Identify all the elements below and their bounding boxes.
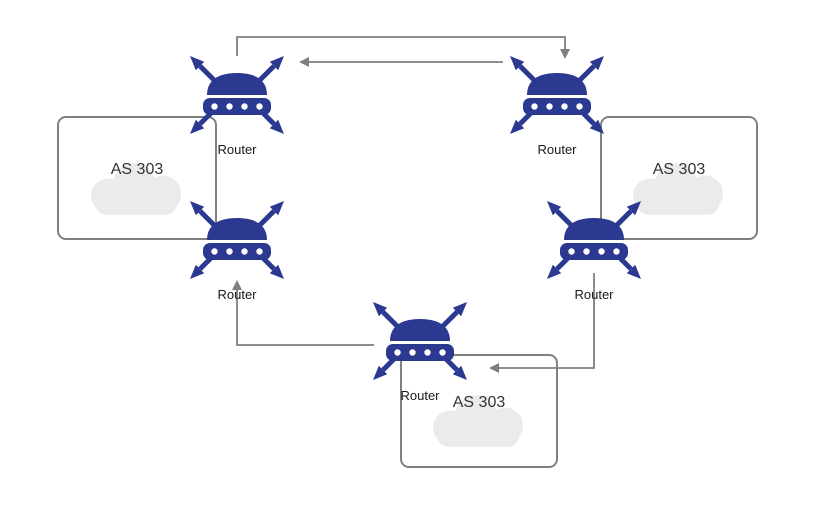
link-midright-to-bottom xyxy=(489,273,595,373)
router-icon xyxy=(499,49,615,141)
router-node-mid-left: Router xyxy=(179,194,295,302)
router-node-mid-right: Router xyxy=(536,194,652,302)
router-label: Router xyxy=(217,287,257,302)
router-node-top-right: Router xyxy=(499,49,615,157)
router-icon xyxy=(536,194,652,286)
router-label: Router xyxy=(400,388,440,403)
link-topleft-to-topright xyxy=(236,36,570,59)
router-node-bottom: Router xyxy=(362,295,478,403)
router-label: Router xyxy=(574,287,614,302)
as-label: AS 303 xyxy=(110,160,164,178)
as-box-right: AS 303 xyxy=(600,116,758,240)
link-bottom-to-midleft xyxy=(232,280,374,346)
router-label: Router xyxy=(537,142,577,157)
as-label: AS 303 xyxy=(452,394,506,412)
router-label: Router xyxy=(217,142,257,157)
router-icon xyxy=(179,194,295,286)
router-icon xyxy=(362,295,478,387)
as-box-left: AS 303 xyxy=(57,116,217,240)
router-node-top-left: Router xyxy=(179,49,295,157)
as-box-bottom: AS 303 xyxy=(400,354,558,468)
as-label: AS 303 xyxy=(652,160,706,178)
router-icon xyxy=(179,49,295,141)
